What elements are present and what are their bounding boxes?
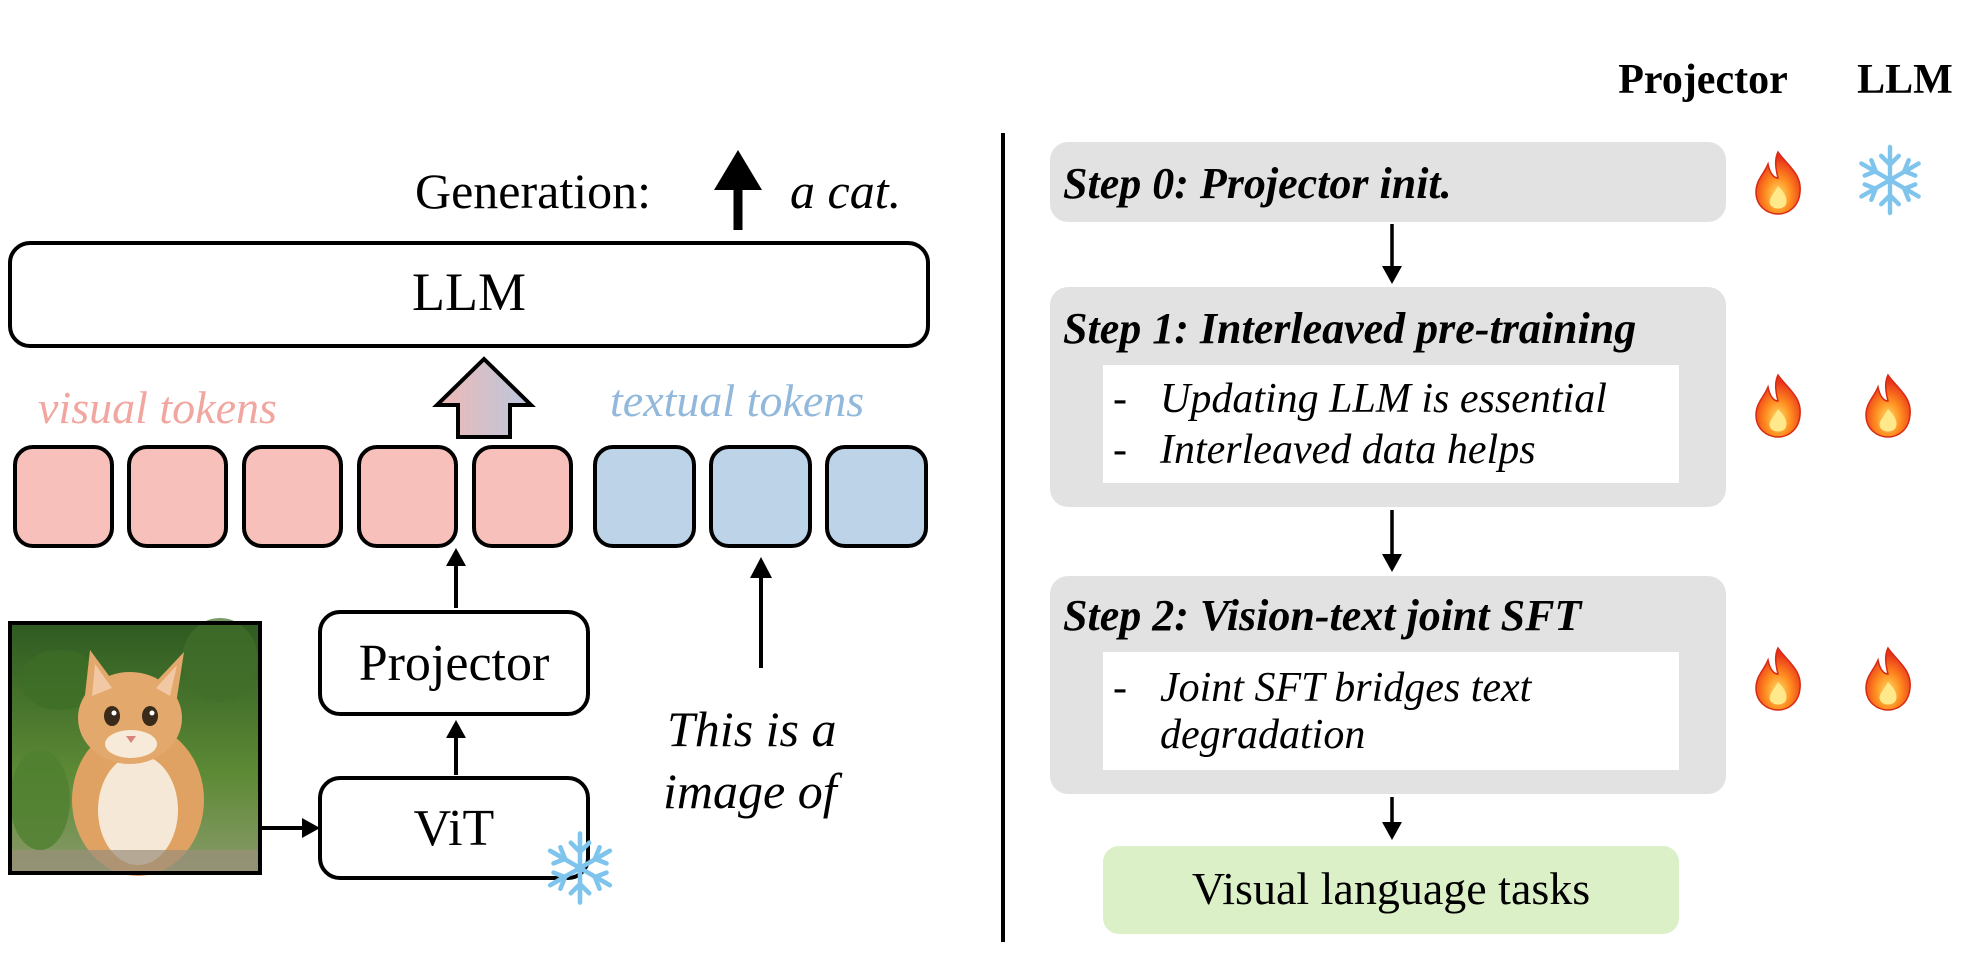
textual-token-row <box>593 445 928 548</box>
step2-bullet-1: - <box>1113 665 1127 711</box>
step2-bullet-text-1: Joint SFT bridges text <box>1160 665 1533 711</box>
step0-to-step1-arrow <box>1382 266 1402 284</box>
visual-token <box>472 445 573 548</box>
step2-notes-box <box>1103 652 1679 770</box>
step0-title: Step 0: Projector init. <box>1063 159 1452 208</box>
visual-token <box>13 445 114 548</box>
projector-label: Projector <box>359 635 550 692</box>
step2-llm-fire-icon <box>1865 647 1911 711</box>
generation-output: a cat. <box>790 163 901 219</box>
text-input-line1: This is a <box>667 701 837 757</box>
visual-token <box>242 445 343 548</box>
header-llm: LLM <box>1857 57 1953 103</box>
visual-token-row <box>13 445 573 548</box>
step1-projector-fire-icon <box>1755 374 1801 438</box>
step1-bullet-2: - <box>1113 427 1127 473</box>
llm-box <box>8 241 930 348</box>
generation-arrow-head <box>714 150 762 190</box>
visual-tokens-label: visual tokens <box>38 382 277 433</box>
step1-title: Step 1: Interleaved pre-training <box>1063 304 1636 353</box>
step0-projector-fire-icon <box>1755 151 1801 215</box>
step1-llm-fire-icon <box>1865 374 1911 438</box>
step1-bullet-2-text: Interleaved data helps <box>1159 427 1536 473</box>
textual-token <box>709 445 812 548</box>
step2-title: Step 2: Vision-text joint SFT <box>1063 591 1583 640</box>
right-panel: Projector LLM Step 0: Projector init. St… <box>1050 57 1953 934</box>
step1-bullet-1: - <box>1113 376 1127 422</box>
header-projector: Projector <box>1618 57 1787 103</box>
text-input-line2: image of <box>663 763 843 819</box>
left-panel: Generation: a cat. LLM visual tokens tex… <box>8 150 930 903</box>
projector-box <box>318 610 590 716</box>
textual-tokens-label: textual tokens <box>610 375 864 426</box>
step0-box <box>1050 142 1726 222</box>
llm-label: LLM <box>412 262 526 322</box>
step1-notes-box <box>1103 365 1679 483</box>
visual-token <box>127 445 228 548</box>
step0-llm-snowflake-icon <box>1861 147 1918 213</box>
visual-token <box>357 445 458 548</box>
step2-to-final-arrow <box>1382 822 1402 840</box>
step2-bullet-text-2: degradation <box>1160 712 1365 758</box>
final-task-label: Visual language tasks <box>1192 863 1590 914</box>
step1-bullet-1-text: Updating LLM is essential <box>1160 376 1607 422</box>
final-task-box <box>1103 846 1679 934</box>
textual-token <box>593 445 696 548</box>
step2-projector-fire-icon <box>1755 647 1801 711</box>
generation-label: Generation: <box>415 163 651 219</box>
step1-to-step2-arrow <box>1382 554 1402 572</box>
vit-label: ViT <box>414 800 495 857</box>
tokens-to-llm-arrow <box>432 356 536 439</box>
cat-image-frame <box>8 621 262 875</box>
cat-image <box>10 618 260 876</box>
textual-token <box>825 445 928 548</box>
